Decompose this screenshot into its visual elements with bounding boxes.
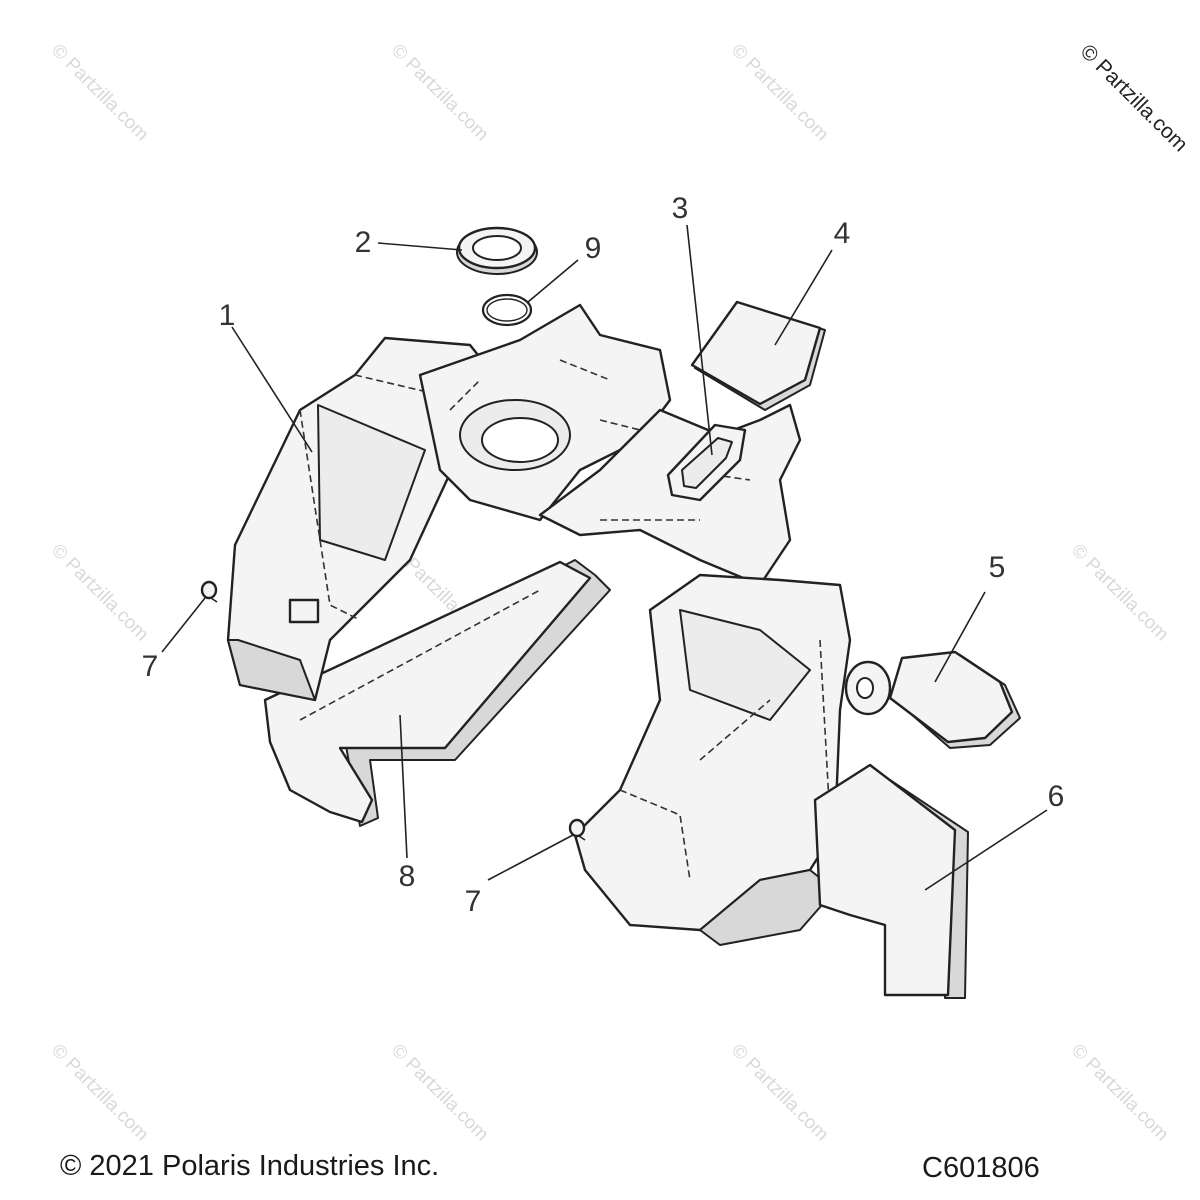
part-4-pad[interactable] xyxy=(690,300,826,411)
callout-6: 6 xyxy=(1047,780,1065,813)
callout-9: 9 xyxy=(584,232,602,265)
part-6-right-panel[interactable] xyxy=(813,763,969,999)
callout-3: 3 xyxy=(671,192,689,225)
part-3-seal[interactable] xyxy=(666,423,747,502)
part-9-o-ring[interactable] xyxy=(481,293,533,327)
callout-8: 8 xyxy=(398,860,416,893)
callout-7-left: 7 xyxy=(141,650,159,683)
diagram-code: C601806 xyxy=(922,1152,1040,1184)
leader-lines xyxy=(161,224,1048,891)
callout-5: 5 xyxy=(988,551,1006,584)
part-7-fastener-right[interactable] xyxy=(568,818,586,841)
copyright-text: © 2021 Polaris Industries Inc. xyxy=(60,1150,440,1182)
part-8-left-panel[interactable] xyxy=(263,559,611,827)
callout-7-right: 7 xyxy=(464,885,482,918)
part-5-pad[interactable] xyxy=(888,650,1021,749)
part-7-fastener-left[interactable] xyxy=(200,580,218,603)
callout-1: 1 xyxy=(218,299,236,332)
part-2-cap-ring[interactable] xyxy=(456,226,538,275)
callout-4: 4 xyxy=(833,217,851,250)
callout-2: 2 xyxy=(354,226,372,259)
